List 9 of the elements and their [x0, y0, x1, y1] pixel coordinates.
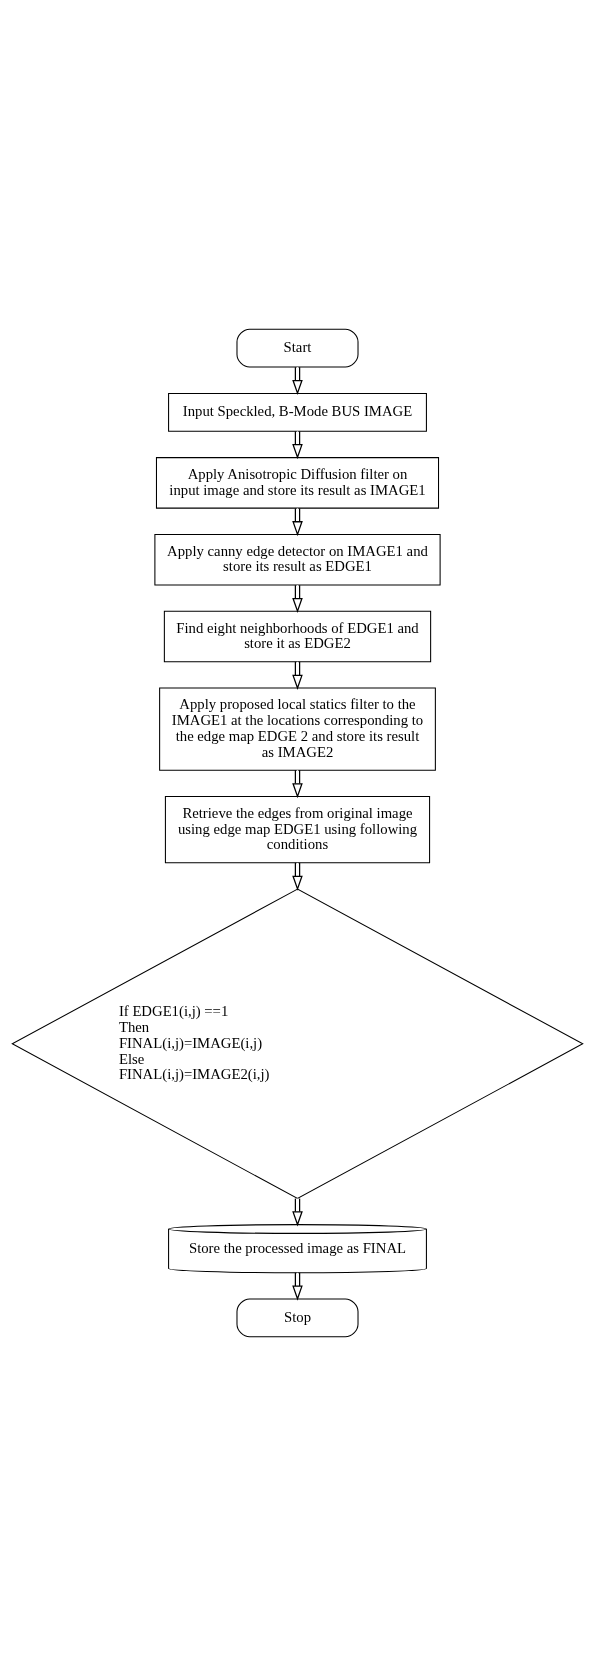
- node-box: Input Speckled, B-Mode BUS IMAGE: [168, 392, 427, 432]
- node-box: Retrieve the edges from original image using edge map EDGE1 using following conditions: [164, 795, 431, 863]
- node-diamond: If EDGE1(i,j) ==1 Then FINAL(i,j)=IMAGE(i,j) Else FINAL(i,j)=IMAGE2(i,j): [11, 888, 584, 1199]
- node-box: Apply Anisotropic Diffusion filter on input image and store its result as IMAGE1: [155, 456, 440, 509]
- node-box: Find eight neighborhoods of EDGE1 and store it as EDGE2: [163, 610, 432, 662]
- node-box: Stop: [236, 1297, 359, 1337]
- node-box: Start: [236, 328, 359, 368]
- node-box: Apply proposed local statics filter to the IMAGE1 at the locations corresponding to the edge map EDGE 2 and store its result as IMAGE2: [159, 687, 436, 771]
- node-box: Apply canny edge detector on IMAGE1 and store its result as EDGE1: [154, 533, 441, 585]
